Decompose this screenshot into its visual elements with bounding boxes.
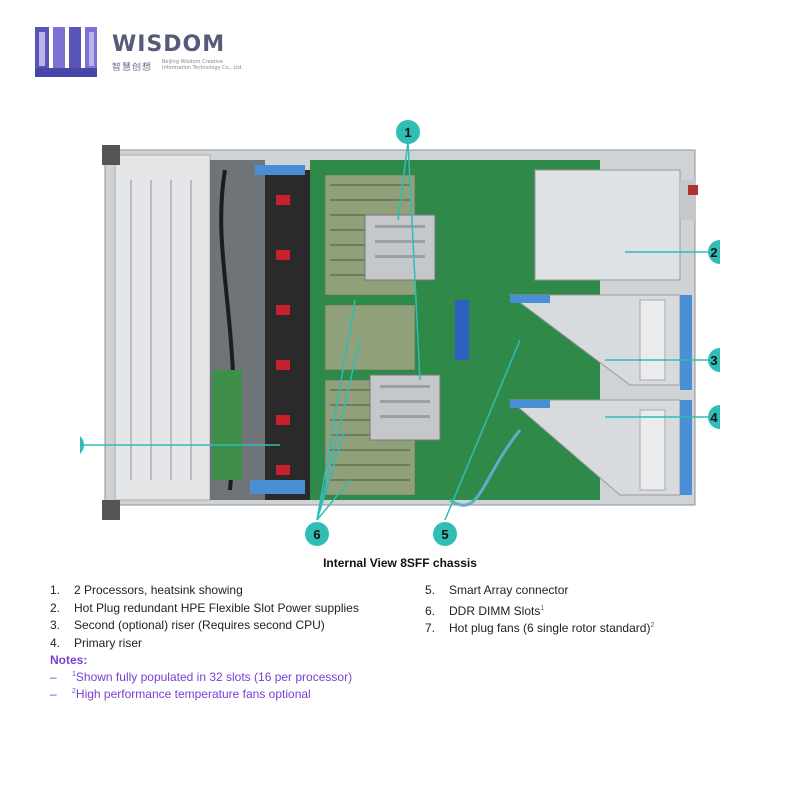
legend-text: Hot plug fans (6 single rotor standard): [449, 621, 651, 635]
note-text: Shown fully populated in 32 slots (16 pe…: [75, 670, 353, 684]
callout-6-circle: [305, 522, 329, 546]
legend-item: 2. Hot Plug redundant HPE Flexible Slot P…: [50, 600, 359, 618]
note-sup: 1: [72, 671, 76, 678]
callout-5-label: 5: [441, 527, 448, 542]
callout-markers: [80, 120, 720, 546]
callout-3-label: 3: [710, 353, 717, 368]
note-item: – 1Shown fully populated in 32 slots (16 …: [50, 670, 352, 684]
callout-3-circle: [708, 348, 720, 372]
callout-4-circle: [708, 405, 720, 429]
legend-item: 7. Hot plug fans (6 single rotor standard…: [425, 617, 654, 635]
brand-cn-name: 智慧创想: [112, 63, 153, 73]
callout-2-circle: [708, 240, 720, 264]
legend-item: 6. DDR DIMM Slots1: [425, 600, 654, 618]
notes-title: Notes:: [50, 653, 88, 667]
callout-1-label: 1: [404, 125, 411, 140]
callout-5-circle: [433, 522, 457, 546]
legend-text: 2 Processors, heatsink showing: [74, 583, 243, 597]
legend-number: 5.: [425, 583, 436, 597]
legend-item: 5. Smart Array connector: [425, 582, 654, 600]
callout-7-circle: [80, 436, 84, 454]
legend-number: 7.: [425, 621, 436, 635]
brand-name: WISDOM: [112, 32, 226, 57]
note-dash: –: [50, 687, 57, 701]
callout-6-label: 6: [313, 527, 320, 542]
legend-item: 1. 2 Processors, heatsink showing: [50, 582, 359, 600]
legend-text: Primary riser: [74, 635, 142, 650]
callout-1-circle: [396, 120, 420, 144]
legend-number: 4.: [50, 635, 61, 650]
legend-text: DDR DIMM Slots: [449, 603, 541, 618]
wisdom-logo: [33, 24, 97, 80]
callout-2-label: 2: [710, 245, 717, 260]
legend-right: 5. Smart Array connector 6. DDR DIMM Slots…: [425, 582, 654, 635]
brand-subtitle-line1: Beijing Wisdom Creative: [162, 59, 224, 65]
legend-number: 2.: [50, 600, 61, 615]
note-item: – 2High performance temperature fans opti…: [50, 687, 311, 701]
legend-text: Smart Array connector: [449, 583, 569, 597]
legend-number: 1.: [50, 583, 61, 597]
legend-item: 4. Primary riser: [50, 635, 359, 653]
footnote-ref: 1: [540, 604, 545, 612]
note-text: High performance temperature fans option…: [75, 687, 311, 701]
legend-number: 3.: [50, 618, 61, 632]
callout-4-label: 4: [710, 410, 718, 425]
legend-text: Hot Plug redundant HPE Flexible Slot Pow…: [74, 600, 359, 615]
figure-caption: Internal View 8SFF chassis: [323, 556, 477, 570]
legend-number: 6.: [425, 603, 436, 618]
legend-left: 1. 2 Processors, heatsink showing 2. Hot P…: [50, 582, 359, 652]
legend-text: Second (optional) riser (Requires second…: [74, 618, 325, 632]
footnote-ref: 2: [650, 622, 655, 629]
brand-subtitle: Beijing Wisdom Creative Information Tech…: [162, 59, 243, 71]
server-internal-view-image: 1 2 3 4 5 6 7: [80, 120, 720, 546]
note-sup: 2: [72, 688, 76, 695]
brand-subtitle-line2: Information Technology Co., Ltd.: [162, 65, 243, 71]
note-dash: –: [50, 670, 57, 684]
legend-item: 3. Second (optional) riser (Requires seco…: [50, 617, 359, 635]
